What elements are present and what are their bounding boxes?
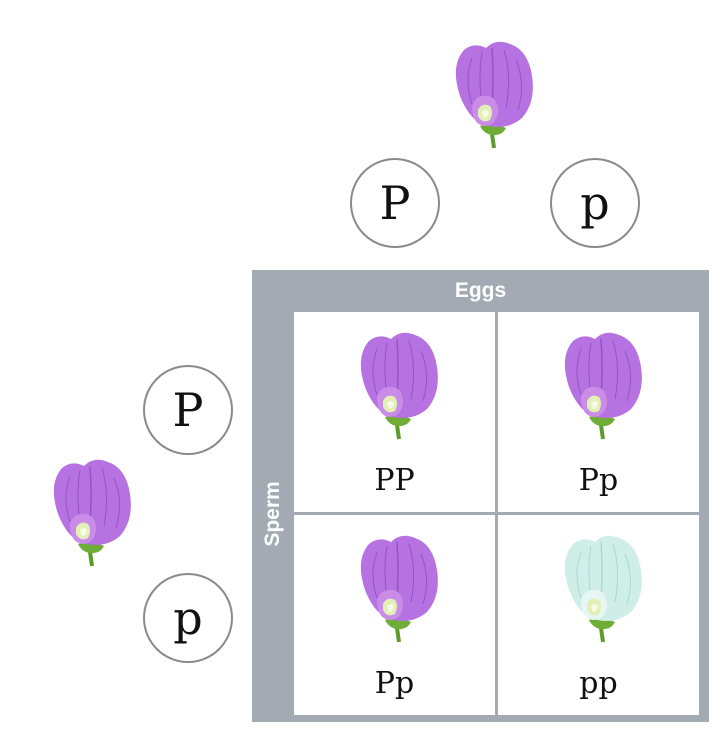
purple-pea-flower-icon <box>541 327 661 447</box>
eggs-label: Eggs <box>454 279 507 302</box>
top-allele-dominant: P <box>379 176 411 230</box>
left-allele-recessive-circle: p <box>143 573 233 663</box>
top-allele-dominant-circle: P <box>350 158 440 248</box>
genotype-label: Pp <box>374 666 415 701</box>
top-allele-recessive-circle: p <box>550 158 640 248</box>
punnett-cell-pp-hetero-bottom: Pp <box>294 515 495 715</box>
top-allele-recessive: p <box>580 176 610 230</box>
sperm-label: Sperm <box>261 481 284 547</box>
left-parent-purple-pea-flower-icon <box>30 454 150 574</box>
white-pea-flower-icon <box>541 530 661 650</box>
purple-pea-flower-icon <box>337 530 457 650</box>
top-parent-purple-pea-flower-icon <box>432 36 552 156</box>
purple-pea-flower-icon <box>337 327 457 447</box>
left-allele-dominant: P <box>172 383 204 437</box>
genotype-label: pp <box>579 666 618 701</box>
genotype-label: PP <box>374 463 415 498</box>
left-allele-dominant-circle: P <box>143 365 233 455</box>
left-allele-recessive: p <box>173 591 203 645</box>
genotype-label: Pp <box>578 463 619 498</box>
punnett-square: Eggs Sperm PP Pp Pp pp <box>252 270 709 722</box>
punnett-cell-pp-dominant: PP <box>294 312 495 512</box>
punnett-cell-pp-recessive: pp <box>498 515 699 715</box>
punnett-cell-pp-hetero-top: Pp <box>498 312 699 512</box>
